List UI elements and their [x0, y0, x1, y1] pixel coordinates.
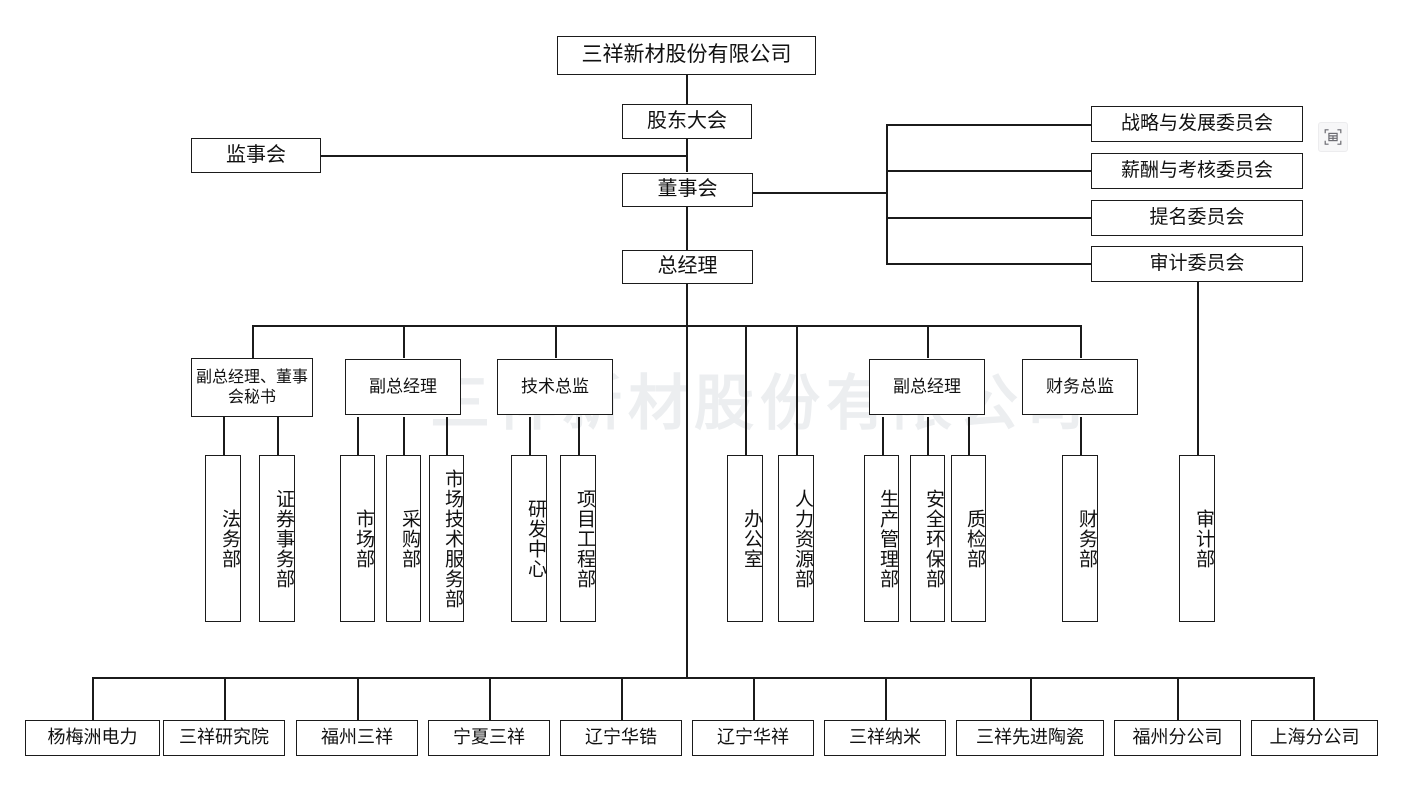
node-sub-sanxiang-adv-ceramics[interactable]: 三祥先进陶瓷 [956, 720, 1104, 756]
edge-bus-to-committee-audit [886, 263, 1091, 265]
edge-vgm2-to-purchasing [403, 417, 405, 455]
subsidiary-bus-horizontal [92, 677, 1313, 679]
drop-to-sub-3 [357, 677, 359, 720]
node-dept-audit[interactable]: 审计部 [1179, 455, 1215, 622]
edge-vgm-sec-to-securities [277, 417, 279, 455]
edge-audit-committee-to-audit-dept [1197, 282, 1199, 455]
node-dept-finance[interactable]: 财务部 [1062, 455, 1098, 622]
edge-cto-to-rnd [529, 417, 531, 455]
edge-bus-to-committee-nomination [886, 217, 1091, 219]
node-sub-fuzhou-branch[interactable]: 福州分公司 [1114, 720, 1241, 756]
drop-to-sub-7 [885, 677, 887, 720]
node-dept-securities[interactable]: 证券事务部 [259, 455, 295, 622]
node-dept-rnd-center[interactable]: 研发中心 [511, 455, 547, 622]
node-committee-nomination[interactable]: 提名委员会 [1091, 200, 1303, 236]
exec-bus-horizontal [252, 325, 1081, 327]
drop-to-exec-vgm-3 [927, 325, 929, 358]
node-dept-safety-env[interactable]: 安全环保部 [910, 455, 945, 622]
edge-cto-to-project-eng [578, 417, 580, 455]
node-sub-yangmeizhou-power[interactable]: 杨梅洲电力 [25, 720, 160, 756]
drop-to-sub-8 [1030, 677, 1032, 720]
node-committee-remuneration[interactable]: 薪酬与考核委员会 [1091, 153, 1303, 189]
node-dept-project-engineering[interactable]: 项目工程部 [560, 455, 596, 622]
node-sub-sanxiang-nano[interactable]: 三祥纳米 [824, 720, 946, 756]
node-dept-quality[interactable]: 质检部 [951, 455, 986, 622]
drop-to-exec-cto [555, 325, 557, 358]
node-committee-audit[interactable]: 审计委员会 [1091, 246, 1303, 282]
edge-bus-to-committee-strategy [886, 124, 1091, 126]
node-dept-office[interactable]: 办公室 [727, 455, 763, 622]
node-sub-shanghai-branch[interactable]: 上海分公司 [1251, 720, 1378, 756]
node-exec-cto[interactable]: 技术总监 [497, 359, 613, 415]
table-capture-icon[interactable] [1318, 122, 1348, 152]
node-sub-sanxiang-institute[interactable]: 三祥研究院 [163, 720, 285, 756]
drop-to-sub-4 [489, 677, 491, 720]
node-exec-vgm-3[interactable]: 副总经理 [869, 359, 985, 415]
edge-vgm2-to-marketing [357, 417, 359, 455]
drop-to-sub-1 [92, 677, 94, 720]
edge-vgm3-to-quality [968, 417, 970, 455]
node-company[interactable]: 三祥新材股份有限公司 [557, 36, 816, 75]
edge-cfo-to-finance [1080, 417, 1082, 455]
drop-to-sub-5 [621, 677, 623, 720]
node-exec-vgm-2[interactable]: 副总经理 [345, 359, 461, 415]
edge-vgm-sec-to-legal [223, 417, 225, 455]
node-exec-cfo[interactable]: 财务总监 [1022, 359, 1138, 415]
node-dept-legal[interactable]: 法务部 [205, 455, 241, 622]
main-trunk-to-subsidiary-bus [686, 192, 688, 678]
node-sub-ningxia-sanxiang[interactable]: 宁夏三祥 [428, 720, 550, 756]
drop-to-exec-vgm-2 [403, 325, 405, 358]
drop-to-sub-2 [224, 677, 226, 720]
node-sub-liaoning-huazr[interactable]: 辽宁华锆 [560, 720, 682, 756]
edge-company-to-shareholders [686, 75, 688, 104]
node-board-of-supervisors[interactable]: 监事会 [191, 138, 321, 173]
node-shareholders-meeting[interactable]: 股东大会 [622, 104, 752, 139]
node-dept-hr[interactable]: 人力资源部 [778, 455, 814, 622]
edge-vgm3-to-production [882, 417, 884, 455]
node-dept-marketing[interactable]: 市场部 [340, 455, 375, 622]
drop-to-dept-office [745, 325, 747, 455]
node-committee-strategy[interactable]: 战略与发展委员会 [1091, 106, 1303, 142]
node-dept-purchasing[interactable]: 采购部 [386, 455, 421, 622]
node-sub-liaoning-huaxiang[interactable]: 辽宁华祥 [692, 720, 814, 756]
node-board-of-directors[interactable]: 董事会 [622, 173, 753, 207]
drop-to-exec-vgm-secretary [252, 325, 254, 358]
edge-board-to-committee-bus [753, 192, 887, 194]
drop-to-exec-cfo [1080, 325, 1082, 358]
drop-to-sub-10 [1313, 677, 1315, 720]
node-general-manager[interactable]: 总经理 [622, 250, 753, 284]
drop-to-sub-6 [753, 677, 755, 720]
edge-vgm2-to-market-tech [446, 417, 448, 455]
node-sub-fuzhou-sanxiang[interactable]: 福州三祥 [296, 720, 418, 756]
node-exec-vgm-secretary[interactable]: 副总经理、董事会秘书 [191, 358, 313, 417]
drop-to-dept-hr [796, 325, 798, 455]
edge-bus-to-committee-remuneration [886, 170, 1091, 172]
edge-vgm3-to-safety [927, 417, 929, 455]
node-dept-market-tech-service[interactable]: 市场技术服务部 [429, 455, 464, 622]
drop-to-sub-9 [1177, 677, 1179, 720]
committee-bus-vertical [886, 124, 888, 264]
edge-supervisors-to-trunk [321, 155, 687, 157]
node-dept-production-mgmt[interactable]: 生产管理部 [864, 455, 899, 622]
